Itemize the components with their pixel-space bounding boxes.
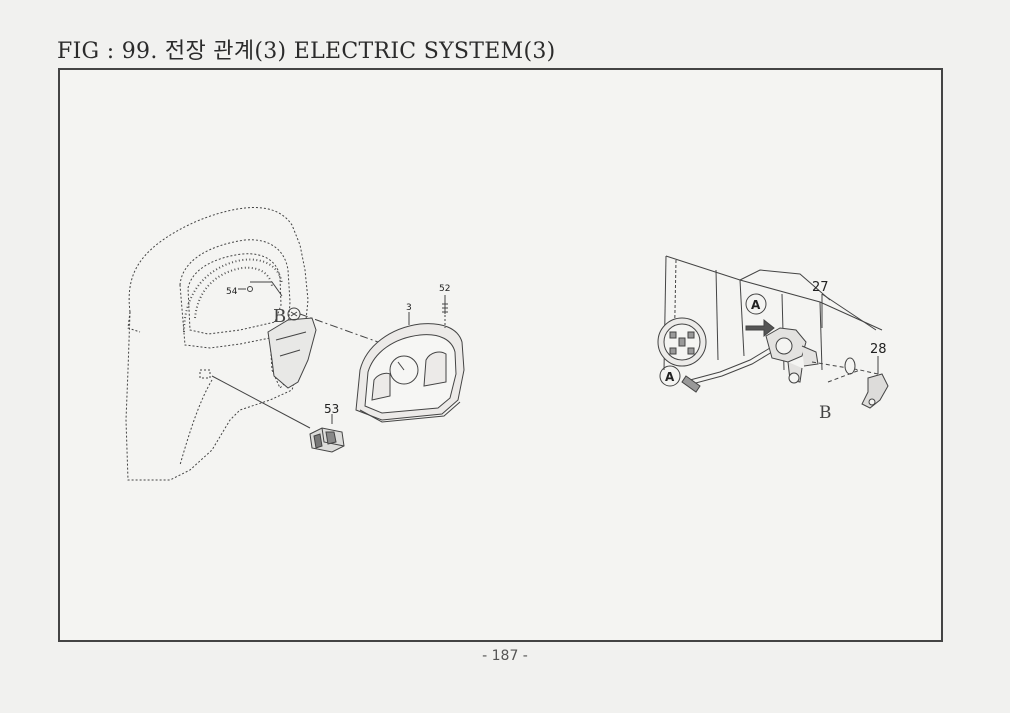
ring-washer <box>844 357 856 375</box>
direction-arrow-icon <box>745 318 775 338</box>
leader-to-ring <box>811 361 879 375</box>
clip-part-28 <box>861 373 889 409</box>
ignition-wire-harness <box>681 347 773 393</box>
callout-54-label: 54 <box>226 287 238 297</box>
callout-54 <box>238 281 283 297</box>
dashboard-hood <box>267 317 317 389</box>
callout-3-label: 3 <box>406 303 412 313</box>
b-ref-label-left: B <box>273 306 286 327</box>
dashboard-gauge-band <box>183 258 283 333</box>
parts-diagram: 54 52 3 53 27 28 B B A A <box>125 207 889 481</box>
screw-part-52 <box>442 295 448 328</box>
assembly-leader-53 <box>211 375 311 429</box>
a-ref-circle-upper <box>745 293 767 315</box>
callout-53-label: 53 <box>324 402 339 416</box>
key-switch-part-27 <box>765 327 819 384</box>
diagram-frame: 54 52 3 53 27 28 B B A A <box>58 68 943 642</box>
a-ref-circle-lower <box>659 365 681 387</box>
b-ref-label-right: B <box>819 403 832 423</box>
callout-27-label: 27 <box>812 280 829 295</box>
page-title: FIG : 99. 전장 관계(3) ELECTRIC SYSTEM(3) <box>57 39 556 64</box>
assembly-leader-cluster <box>299 313 379 343</box>
b-ref-leader-right <box>827 369 861 383</box>
switch-part-53 <box>309 427 345 453</box>
page-number: - 187 - <box>482 648 528 664</box>
instrument-cluster-part-3 <box>355 323 465 423</box>
a-ref-label-upper: A <box>751 298 761 312</box>
a-ref-label-lower: A <box>665 370 675 384</box>
callout-28-label: 28 <box>870 342 887 357</box>
callout-52-label: 52 <box>439 284 450 294</box>
ignition-connector <box>657 317 707 367</box>
